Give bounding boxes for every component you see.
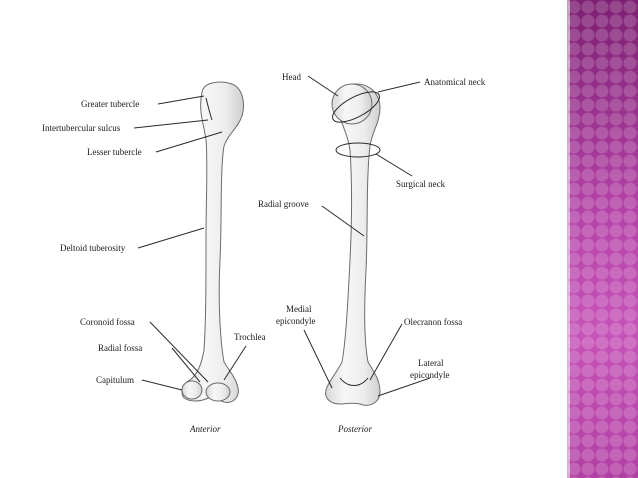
label-surgical-neck: Surgical neck bbox=[396, 179, 446, 189]
olecranon-fossa-mark bbox=[339, 377, 369, 386]
label-lesser-tubercle: Lesser tubercle bbox=[87, 147, 142, 157]
anatomical-neck-ring bbox=[332, 91, 380, 123]
radial-fossa-leader bbox=[171, 347, 201, 383]
surgical-neck-leader bbox=[375, 153, 413, 177]
label-medial-epicondyle-line1: Medial bbox=[286, 304, 312, 314]
anterior-humerus-shape bbox=[181, 81, 245, 403]
radial-groove-leader bbox=[321, 205, 365, 237]
trochlea-leader bbox=[223, 345, 247, 381]
label-coronoid-fossa: Coronoid fossa bbox=[80, 317, 135, 327]
medial-epicondyle-leader bbox=[303, 329, 333, 389]
intertubercular-sulcus-leader bbox=[133, 119, 209, 129]
anterior-sulcus-mark bbox=[205, 97, 213, 121]
decorative-side-strip bbox=[567, 0, 638, 478]
label-capitulum: Capitulum bbox=[96, 375, 134, 385]
greater-tubercle-leader bbox=[157, 95, 205, 105]
humerus-diagram: Head Anatomical neck Greater tubercle In… bbox=[42, 72, 486, 434]
lateral-epicondyle-leader bbox=[377, 377, 431, 397]
label-medial-epicondyle-line2: epicondyle bbox=[276, 316, 316, 326]
labels: Head Anatomical neck Greater tubercle In… bbox=[42, 72, 486, 434]
label-head: Head bbox=[282, 72, 301, 82]
label-greater-tubercle: Greater tubercle bbox=[81, 99, 139, 109]
head-leader bbox=[307, 75, 339, 97]
trochlea-shape bbox=[205, 382, 231, 402]
posterior-humerus-shape bbox=[325, 83, 381, 406]
anterior-humerus bbox=[181, 81, 245, 403]
leader-lines bbox=[133, 75, 431, 397]
deltoid-tuberosity-leader bbox=[137, 227, 205, 249]
capitulum-leader bbox=[141, 379, 183, 391]
posterior-humerus bbox=[325, 83, 381, 406]
label-lateral-epicondyle-line2: epicondyle bbox=[410, 370, 450, 380]
label-anterior-view: Anterior bbox=[189, 424, 221, 434]
anatomical-neck-leader bbox=[377, 81, 421, 93]
coronoid-fossa-leader bbox=[149, 321, 209, 383]
label-anatomical-neck: Anatomical neck bbox=[424, 77, 486, 87]
label-olecranon-fossa: Olecranon fossa bbox=[404, 317, 462, 327]
capitulum-shape bbox=[181, 380, 203, 400]
label-posterior-view: Posterior bbox=[337, 424, 372, 434]
olecranon-fossa-leader bbox=[369, 323, 403, 381]
posterior-head-shape bbox=[331, 83, 373, 125]
lesser-tubercle-leader bbox=[155, 131, 223, 153]
surgical-neck-ring bbox=[335, 142, 381, 158]
label-lateral-epicondyle-line1: Lateral bbox=[418, 358, 444, 368]
label-deltoid-tuberosity: Deltoid tuberosity bbox=[60, 243, 126, 253]
label-intertubercular-sulcus: Intertubercular sulcus bbox=[42, 123, 121, 133]
label-radial-fossa: Radial fossa bbox=[98, 343, 142, 353]
label-trochlea: Trochlea bbox=[234, 332, 266, 342]
label-radial-groove: Radial groove bbox=[258, 199, 309, 209]
